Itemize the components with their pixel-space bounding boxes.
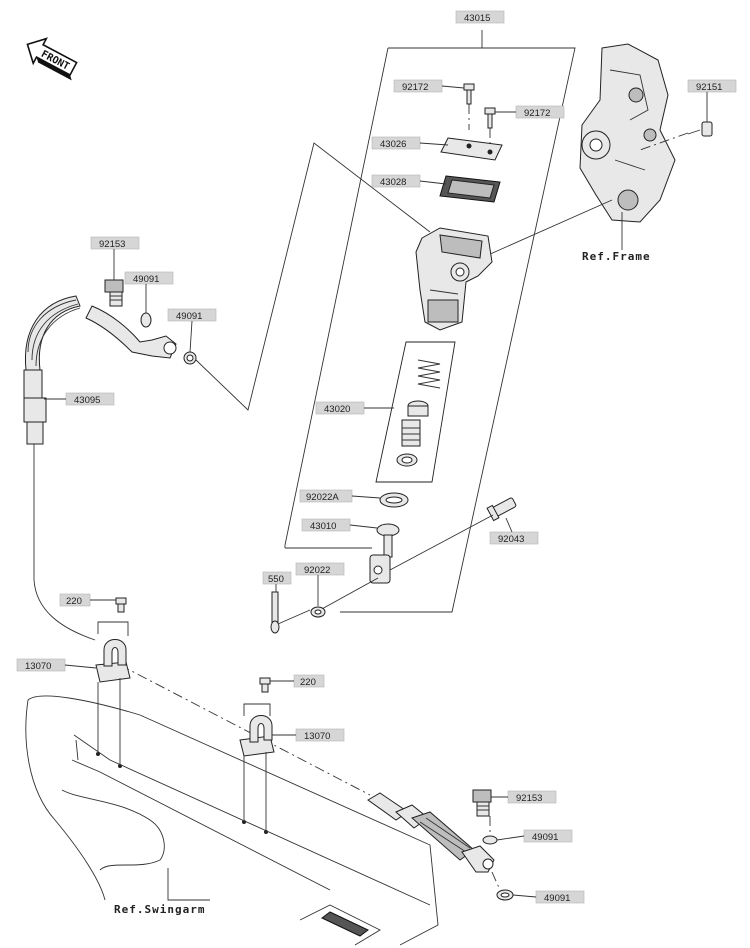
- washer-49091-lower-a: [482, 835, 498, 845]
- callout-92172-left: 92172: [393, 79, 465, 93]
- svg-text:43028: 43028: [380, 177, 406, 188]
- svg-text:49091: 49091: [544, 893, 570, 904]
- screw-92172-left: [463, 83, 475, 105]
- piston-kit-43020: [375, 341, 456, 483]
- callout-43010: 43010: [301, 518, 378, 532]
- push-rod-43010: [369, 523, 400, 584]
- callout-92022: 92022: [295, 562, 345, 606]
- banjo-bolt-92153-upper: [104, 279, 124, 307]
- svg-text:92043: 92043: [498, 534, 524, 545]
- svg-text:43015: 43015: [464, 13, 490, 24]
- clamp-13070-upper: [95, 639, 131, 683]
- svg-text:92022A: 92022A: [306, 492, 339, 503]
- assembly-outline-43015: [284, 30, 576, 613]
- banjo-fitting-upper: [85, 305, 177, 359]
- callout-92153-upper: 92153: [90, 236, 140, 280]
- callout-13070-upper: 13070: [16, 658, 97, 672]
- svg-text:92172: 92172: [402, 82, 428, 93]
- ref-frame-label: Ref.Frame: [582, 250, 651, 263]
- callout-49091-upper-a: 49091: [124, 271, 174, 313]
- callout-92043: 92043: [489, 517, 539, 545]
- svg-text:43095: 43095: [74, 395, 100, 406]
- svg-text:13070: 13070: [304, 731, 330, 742]
- ref-swingarm-label: Ref.Swingarm: [114, 903, 205, 916]
- svg-text:220: 220: [66, 596, 82, 607]
- svg-text:92172: 92172: [524, 108, 550, 119]
- svg-text:49091: 49091: [532, 832, 558, 843]
- callout-92153-lower: 92153: [491, 790, 557, 804]
- front-arrow-icon: FRONT: [26, 37, 78, 81]
- frame-bracket: [579, 43, 676, 250]
- callout-92022A: 92022A: [299, 489, 381, 503]
- cotter-pin-550: [270, 591, 280, 634]
- bolt-220-lower: [259, 677, 271, 693]
- callout-13070-lower: 13070: [272, 728, 345, 742]
- callout-49091-lower-b: 49091: [512, 890, 585, 904]
- svg-text:43020: 43020: [324, 404, 350, 415]
- callout-43028: 43028: [371, 174, 447, 188]
- clamp-13070-lower: [239, 715, 275, 757]
- master-cylinder-body: [415, 227, 493, 331]
- bolt-92151: [687, 112, 713, 137]
- callout-220-upper: 220: [59, 593, 116, 607]
- cap-43026: [440, 137, 503, 161]
- callout-92172-right: 92172: [495, 105, 565, 119]
- callout-43015: 43015: [455, 10, 505, 24]
- washer-49091-upper-a: [140, 312, 152, 328]
- svg-text:92022: 92022: [304, 565, 330, 576]
- svg-text:13070: 13070: [25, 661, 51, 672]
- svg-text:220: 220: [300, 677, 316, 688]
- hose-43095: [23, 295, 81, 445]
- callout-49091-upper-b: 49091: [167, 308, 217, 353]
- hose-lower-end: [367, 792, 495, 873]
- svg-text:550: 550: [268, 574, 284, 585]
- callout-43020: 43020: [315, 401, 394, 415]
- pin-92043: [486, 497, 517, 522]
- bolt-220-upper: [115, 597, 127, 613]
- callout-43026: 43026: [371, 136, 449, 150]
- connector-line-hose: [195, 142, 431, 411]
- svg-text:92153: 92153: [99, 239, 125, 250]
- svg-text:49091: 49091: [133, 274, 159, 285]
- svg-text:92151: 92151: [696, 82, 722, 93]
- callout-92151: 92151: [687, 79, 737, 112]
- screw-92172-right: [484, 107, 496, 129]
- callout-220-lower: 220: [270, 674, 325, 688]
- connector-line-frame: [487, 199, 613, 256]
- svg-text:49091: 49091: [176, 311, 202, 322]
- callout-49091-lower-a: 49091: [496, 829, 573, 843]
- banjo-bolt-92153-lower: [472, 789, 492, 817]
- svg-text:43026: 43026: [380, 139, 406, 150]
- callout-550: 550: [262, 571, 292, 592]
- callout-43095: 43095: [44, 392, 115, 406]
- swingarm-outline: [25, 695, 439, 946]
- svg-text:43010: 43010: [310, 521, 336, 532]
- svg-text:92153: 92153: [516, 793, 542, 804]
- diaphragm-43028: [439, 175, 501, 203]
- cable-line: [33, 444, 96, 641]
